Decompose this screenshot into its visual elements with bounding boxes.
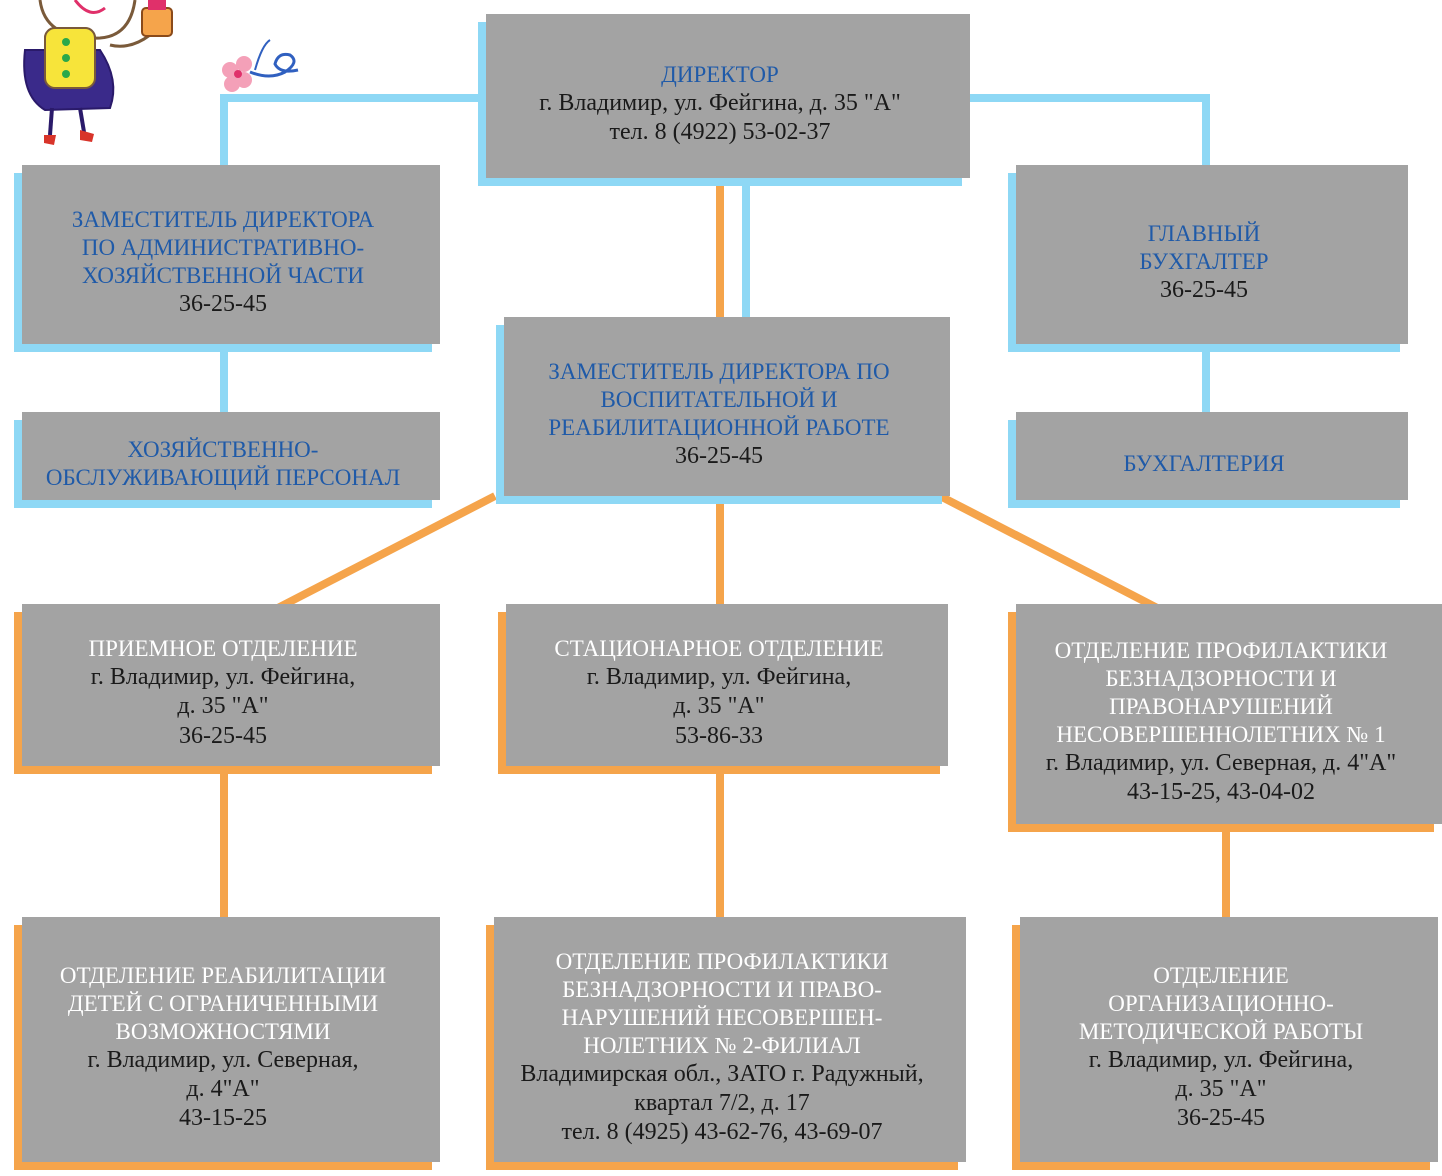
prevention2-address-1: Владимирская обл., ЗАТО г. Радужный, (520, 1060, 924, 1087)
reception-address-1: г. Владимир, ул. Фейгина, (90, 664, 356, 691)
methodical-title-3: МЕТОДИЧЕСКОЙ РАБОТЫ (1078, 1018, 1364, 1044)
chief-accountant-phone: 36-25-45 (1160, 276, 1248, 303)
deputy-edu-title-3: РЕАБИЛИТАЦИОННОЙ РАБОТЕ (548, 414, 890, 440)
prevention2-phones: тел. 8 (4925) 43-62-76, 43-69-07 (561, 1119, 883, 1146)
deputy-admin-title-3: ХОЗЯЙСТВЕННОЙ ЧАСТИ (81, 262, 365, 288)
character-figure (23, 0, 173, 145)
flower-swirl-ornament (222, 39, 299, 92)
rehab-address-2: д. 4"А" (186, 1075, 260, 1102)
methodical-address-1: г. Владимир, ул. Фейгина, (1088, 1046, 1354, 1073)
inpatient-address-1: г. Владимир, ул. Фейгина, (586, 664, 852, 691)
deputy-edu-title-2: ВОСПИТАТЕЛЬНОЙ И (600, 386, 838, 412)
service-staff-title-1: ХОЗЯЙСТВЕННО- (127, 436, 319, 462)
deputy-admin-title-1: ЗАМЕСТИТЕЛЬ ДИРЕКТОРА (71, 206, 375, 232)
orange-connectors (220, 186, 1230, 925)
rehab-title-1: ОТДЕЛЕНИЕ РЕАБИЛИТАЦИИ (59, 962, 387, 988)
deputy-admin-box: ЗАМЕСТИТЕЛЬ ДИРЕКТОРА ПО АДМИНИСТРАТИВНО… (14, 165, 440, 352)
chief-accountant-title-2: БУХГАЛТЕР (1139, 248, 1269, 274)
inpatient-box: СТАЦИОНАРНОЕ ОТДЕЛЕНИЕ г. Владимир, ул. … (498, 604, 948, 774)
reception-title: ПРИЕМНОЕ ОТДЕЛЕНИЕ (88, 636, 358, 662)
prevention1-address: г. Владимир, ул. Северная, д. 4"А" (1045, 749, 1397, 776)
prevention1-title-4: НЕСОВЕРШЕННОЛЕТНИХ № 1 (1056, 721, 1386, 747)
prevention1-title-2: БЕЗНАДЗОРНОСТИ И (1105, 665, 1337, 691)
mascot-illustration (23, 0, 299, 145)
director-phone: тел. 8 (4922) 53-02-37 (609, 119, 831, 146)
prevention1-title-1: ОТДЕЛЕНИЕ ПРОФИЛАКТИКИ (1054, 637, 1388, 663)
reception-phone: 36-25-45 (179, 722, 267, 749)
reception-box: ПРИЕМНОЕ ОТДЕЛЕНИЕ г. Владимир, ул. Фейг… (14, 604, 440, 774)
service-staff-box: ХОЗЯЙСТВЕННО- ОБСЛУЖИВАЮЩИЙ ПЕРСОНАЛ (14, 412, 440, 508)
rehab-address-1: г. Владимир, ул. Северная, (87, 1046, 359, 1073)
prevention1-box: ОТДЕЛЕНИЕ ПРОФИЛАКТИКИ БЕЗНАДЗОРНОСТИ И … (1008, 604, 1442, 832)
methodical-address-2: д. 35 "А" (1175, 1075, 1267, 1102)
rehab-title-2: ДЕТЕЙ С ОГРАНИЧЕННЫМИ (67, 990, 379, 1016)
line-deputy-edu-reception (268, 492, 497, 616)
line-director-deputy-admin (220, 94, 478, 178)
director-box: ДИРЕКТОР г. Владимир, ул. Фейгина, д. 35… (478, 14, 970, 186)
prevention2-title-1: ОТДЕЛЕНИЕ ПРОФИЛАКТИКИ (555, 948, 889, 974)
inpatient-address-2: д. 35 "А" (673, 693, 765, 720)
methodical-title-2: ОРГАНИЗАЦИОННО- (1108, 990, 1334, 1016)
service-staff-title-2: ОБСЛУЖИВАЮЩИЙ ПЕРСОНАЛ (45, 465, 401, 490)
prevention2-title-3: НАРУШЕНИЙ НЕСОВЕРШЕН- (561, 1004, 883, 1030)
director-title: ДИРЕКТОР (661, 61, 779, 87)
accounting-box: БУХГАЛТЕРИЯ (1008, 412, 1408, 508)
director-address: г. Владимир, ул. Фейгина, д. 35 "А" (539, 89, 901, 116)
prevention2-box: ОТДЕЛЕНИЕ ПРОФИЛАКТИКИ БЕЗНАДЗОРНОСТИ И … (486, 917, 966, 1170)
chief-accountant-title-1: ГЛАВНЫЙ (1147, 220, 1261, 246)
deputy-edu-title-1: ЗАМЕСТИТЕЛЬ ДИРЕКТОРА ПО (548, 358, 890, 384)
methodical-phone: 36-25-45 (1177, 1105, 1265, 1132)
prevention1-title-3: ПРАВОНАРУШЕНИЙ (1109, 693, 1333, 719)
line-director-chief-accountant (962, 94, 1210, 178)
prevention2-address-2: квартал 7/2, д. 17 (634, 1089, 810, 1116)
inpatient-title: СТАЦИОНАРНОЕ ОТДЕЛЕНИЕ (554, 636, 884, 662)
methodical-title-1: ОТДЕЛЕНИЕ (1153, 962, 1289, 988)
methodical-box: ОТДЕЛЕНИЕ ОРГАНИЗАЦИОННО- МЕТОДИЧЕСКОЙ Р… (1012, 917, 1438, 1170)
prevention2-title-2: БЕЗНАДЗОРНОСТИ И ПРАВО- (562, 976, 882, 1002)
deputy-admin-title-2: ПО АДМИНИСТРАТИВНО- (81, 234, 365, 260)
accounting-title: БУХГАЛТЕРИЯ (1123, 450, 1285, 476)
deputy-edu-phone: 36-25-45 (675, 442, 763, 469)
rehab-box: ОТДЕЛЕНИЕ РЕАБИЛИТАЦИИ ДЕТЕЙ С ОГРАНИЧЕН… (14, 917, 440, 1170)
prevention1-phones: 43-15-25, 43-04-02 (1127, 779, 1315, 806)
rehab-phone: 43-15-25 (179, 1105, 267, 1132)
deputy-edu-box: ЗАМЕСТИТЕЛЬ ДИРЕКТОРА ПО ВОСПИТАТЕЛЬНОЙ … (496, 317, 950, 504)
blue-connectors (220, 94, 1210, 420)
inpatient-phone: 53-86-33 (675, 722, 763, 749)
line-deputy-edu-prevention1 (938, 492, 1167, 616)
chief-accountant-box: ГЛАВНЫЙ БУХГАЛТЕР 36-25-45 (1008, 165, 1408, 352)
prevention2-title-4: НОЛЕТНИХ № 2-ФИЛИАЛ (583, 1032, 861, 1058)
deputy-admin-phone: 36-25-45 (179, 290, 267, 317)
reception-address-2: д. 35 "А" (177, 693, 269, 720)
rehab-title-3: ВОЗМОЖНОСТЯМИ (115, 1018, 331, 1044)
